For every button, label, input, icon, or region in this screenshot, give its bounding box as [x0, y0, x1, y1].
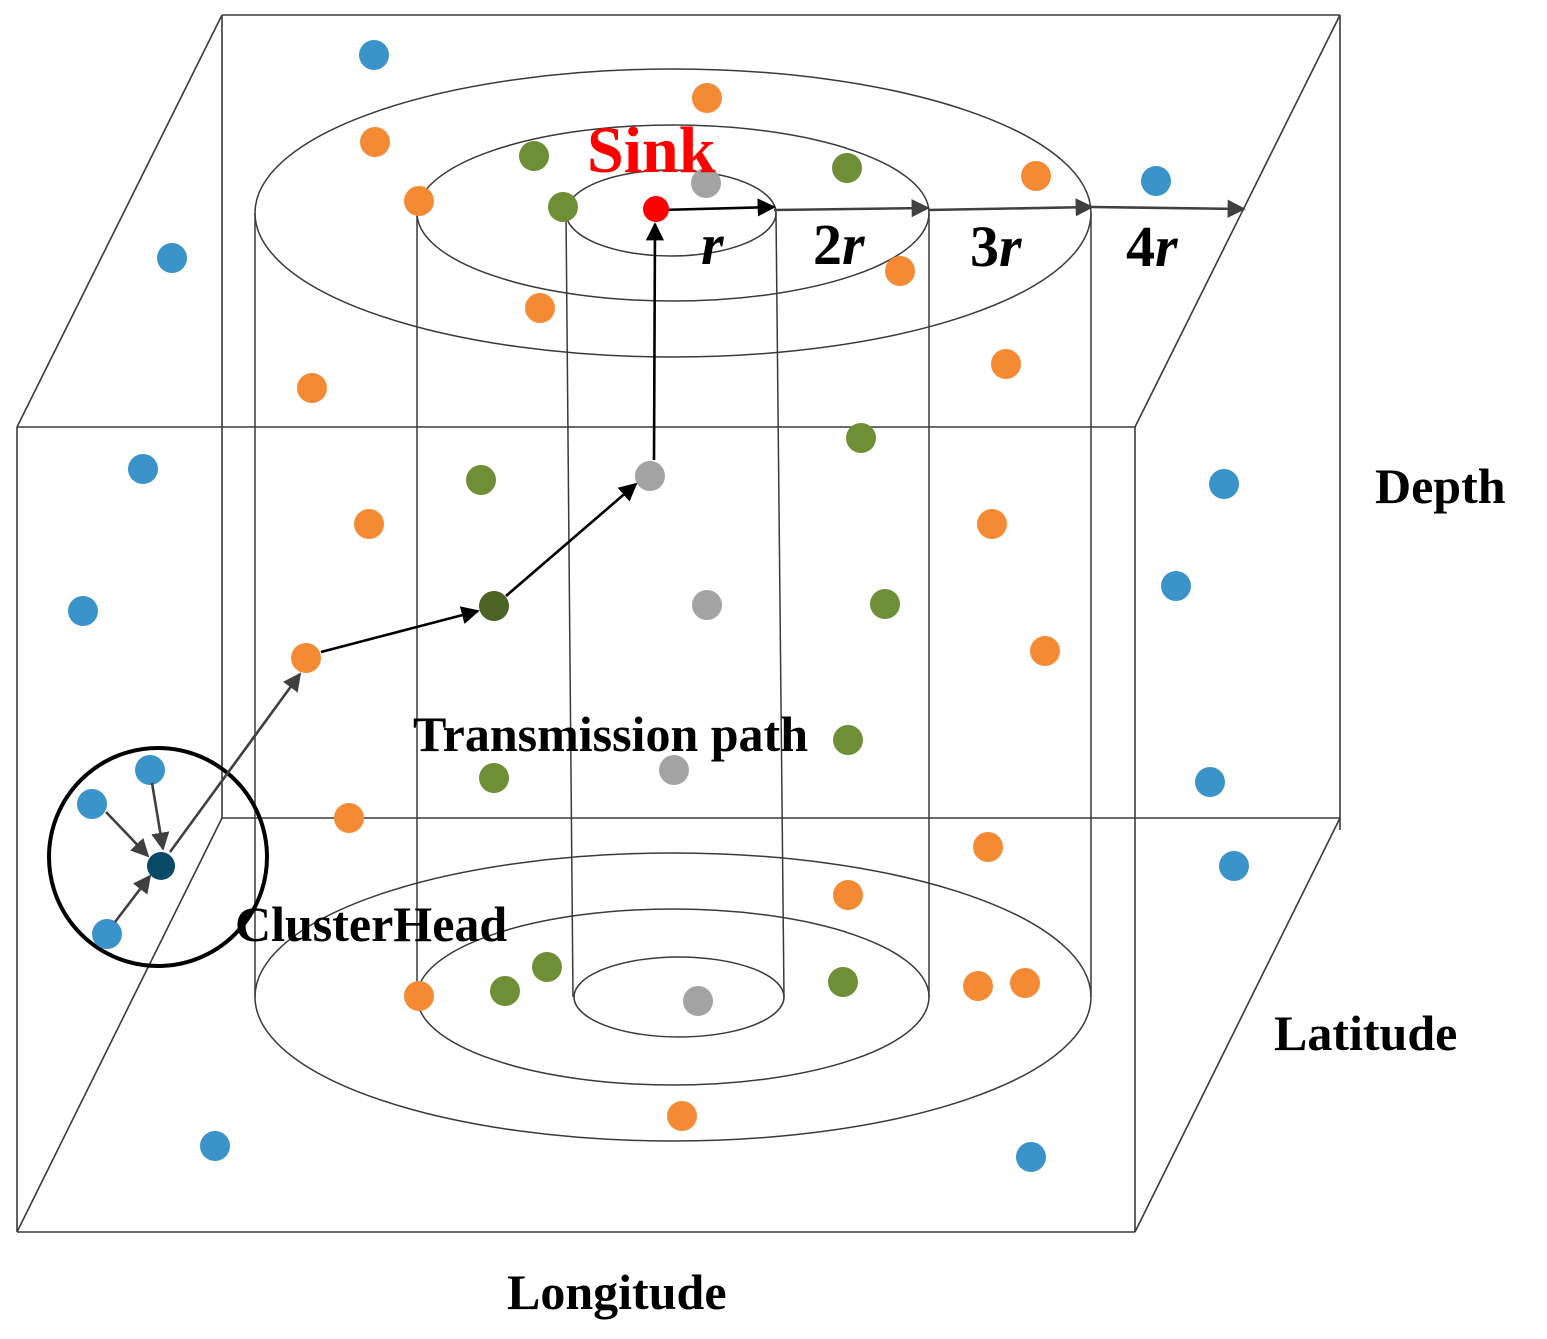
sink-label: Sink — [587, 114, 716, 187]
green-node — [519, 141, 549, 171]
latitude-axis-label: Latitude — [1274, 1005, 1457, 1061]
orange-node — [404, 186, 434, 216]
path-nodes — [147, 196, 669, 880]
top-ring-outer — [254, 68, 1092, 358]
bounding-box — [16, 14, 1341, 1233]
green-node — [870, 589, 900, 619]
gray-node — [659, 755, 689, 785]
radius-label-3r: 3r — [970, 214, 1022, 279]
blue-node — [1209, 469, 1239, 499]
green-node — [846, 423, 876, 453]
nodes-green — [466, 141, 900, 1006]
orange-node — [977, 509, 1007, 539]
green-node — [479, 763, 509, 793]
orange-node — [404, 981, 434, 1011]
gray-node — [691, 168, 721, 198]
orange-node — [525, 293, 555, 323]
cluster-circle — [47, 746, 269, 968]
blue-node — [200, 1131, 230, 1161]
member-arrow — [113, 874, 152, 923]
orange-node — [354, 509, 384, 539]
path-arrow-4 — [645, 222, 665, 461]
radius-label-r: r — [701, 212, 724, 277]
radius-arrow-3r — [927, 198, 1094, 217]
cyl-inner-right-side — [775, 212, 785, 998]
cluster-head-node — [147, 852, 175, 880]
orange-node — [991, 349, 1021, 379]
green-node — [833, 725, 863, 755]
path-arrow-2 — [320, 606, 480, 654]
radius-label-4r: 4r — [1126, 214, 1178, 279]
bottom-ring-inner — [573, 956, 785, 1038]
transmission-path — [168, 222, 665, 853]
blue-node — [68, 596, 98, 626]
blue-node — [1195, 767, 1225, 797]
radius-arrows — [659, 198, 1246, 218]
member-arrow — [150, 782, 170, 851]
radius-arrow-2r — [773, 199, 930, 218]
orange-node — [297, 373, 327, 403]
gray-node — [683, 986, 713, 1016]
path-arrow-3 — [505, 482, 638, 597]
green-node — [828, 967, 858, 997]
relay-green-node — [479, 591, 509, 621]
cylinders — [254, 68, 1092, 1142]
radius-label-2r: 2r — [813, 212, 865, 277]
green-node — [548, 192, 578, 222]
cluster-head-label: ClusterHead — [235, 896, 507, 952]
cyl-inner-left-side — [565, 212, 574, 998]
relay-gray-node — [635, 461, 665, 491]
orange-node — [963, 971, 993, 1001]
orange-node — [334, 803, 364, 833]
blue-node — [1016, 1142, 1046, 1172]
member-arrow — [105, 811, 150, 858]
blue-node — [128, 454, 158, 484]
nodes-orange — [291, 83, 1060, 1131]
box-top-right-depth-edge — [1134, 14, 1341, 428]
sink-node — [643, 196, 669, 222]
depth-axis-label: Depth — [1375, 458, 1506, 514]
green-node — [532, 952, 562, 982]
green-node — [466, 465, 496, 495]
nodes-gray — [659, 168, 722, 1016]
orange-node — [1021, 161, 1051, 191]
orange-node — [360, 127, 390, 157]
orange-node — [833, 880, 863, 910]
longitude-axis-label: Longitude — [507, 1264, 727, 1320]
blue-node — [135, 755, 165, 785]
orange-node — [1030, 636, 1060, 666]
transmission-path-label: Transmission path — [413, 706, 808, 762]
blue-node — [92, 919, 122, 949]
blue-node — [1141, 166, 1171, 196]
gray-node — [692, 590, 722, 620]
nodes-blue — [68, 40, 1249, 1172]
green-node — [490, 976, 520, 1006]
orange-node — [885, 256, 915, 286]
box-bottom-right-depth-edge — [1134, 817, 1341, 1233]
green-node — [832, 153, 862, 183]
box-top-left-depth-edge — [16, 14, 223, 428]
blue-node — [1219, 851, 1249, 881]
blue-node — [157, 243, 187, 273]
cluster-member-arrows — [105, 782, 170, 923]
orange-node — [667, 1101, 697, 1131]
blue-node — [77, 789, 107, 819]
box-bottom-left-depth-edge — [16, 817, 223, 1233]
orange-node — [291, 643, 321, 673]
radius-arrow-4r — [1091, 199, 1246, 218]
orange-node — [692, 83, 722, 113]
blue-node — [1161, 571, 1191, 601]
orange-node — [1010, 968, 1040, 998]
path-arrow-1 — [168, 672, 302, 853]
radius-arrow-r — [659, 198, 776, 217]
orange-node — [973, 832, 1003, 862]
blue-node — [359, 40, 389, 70]
